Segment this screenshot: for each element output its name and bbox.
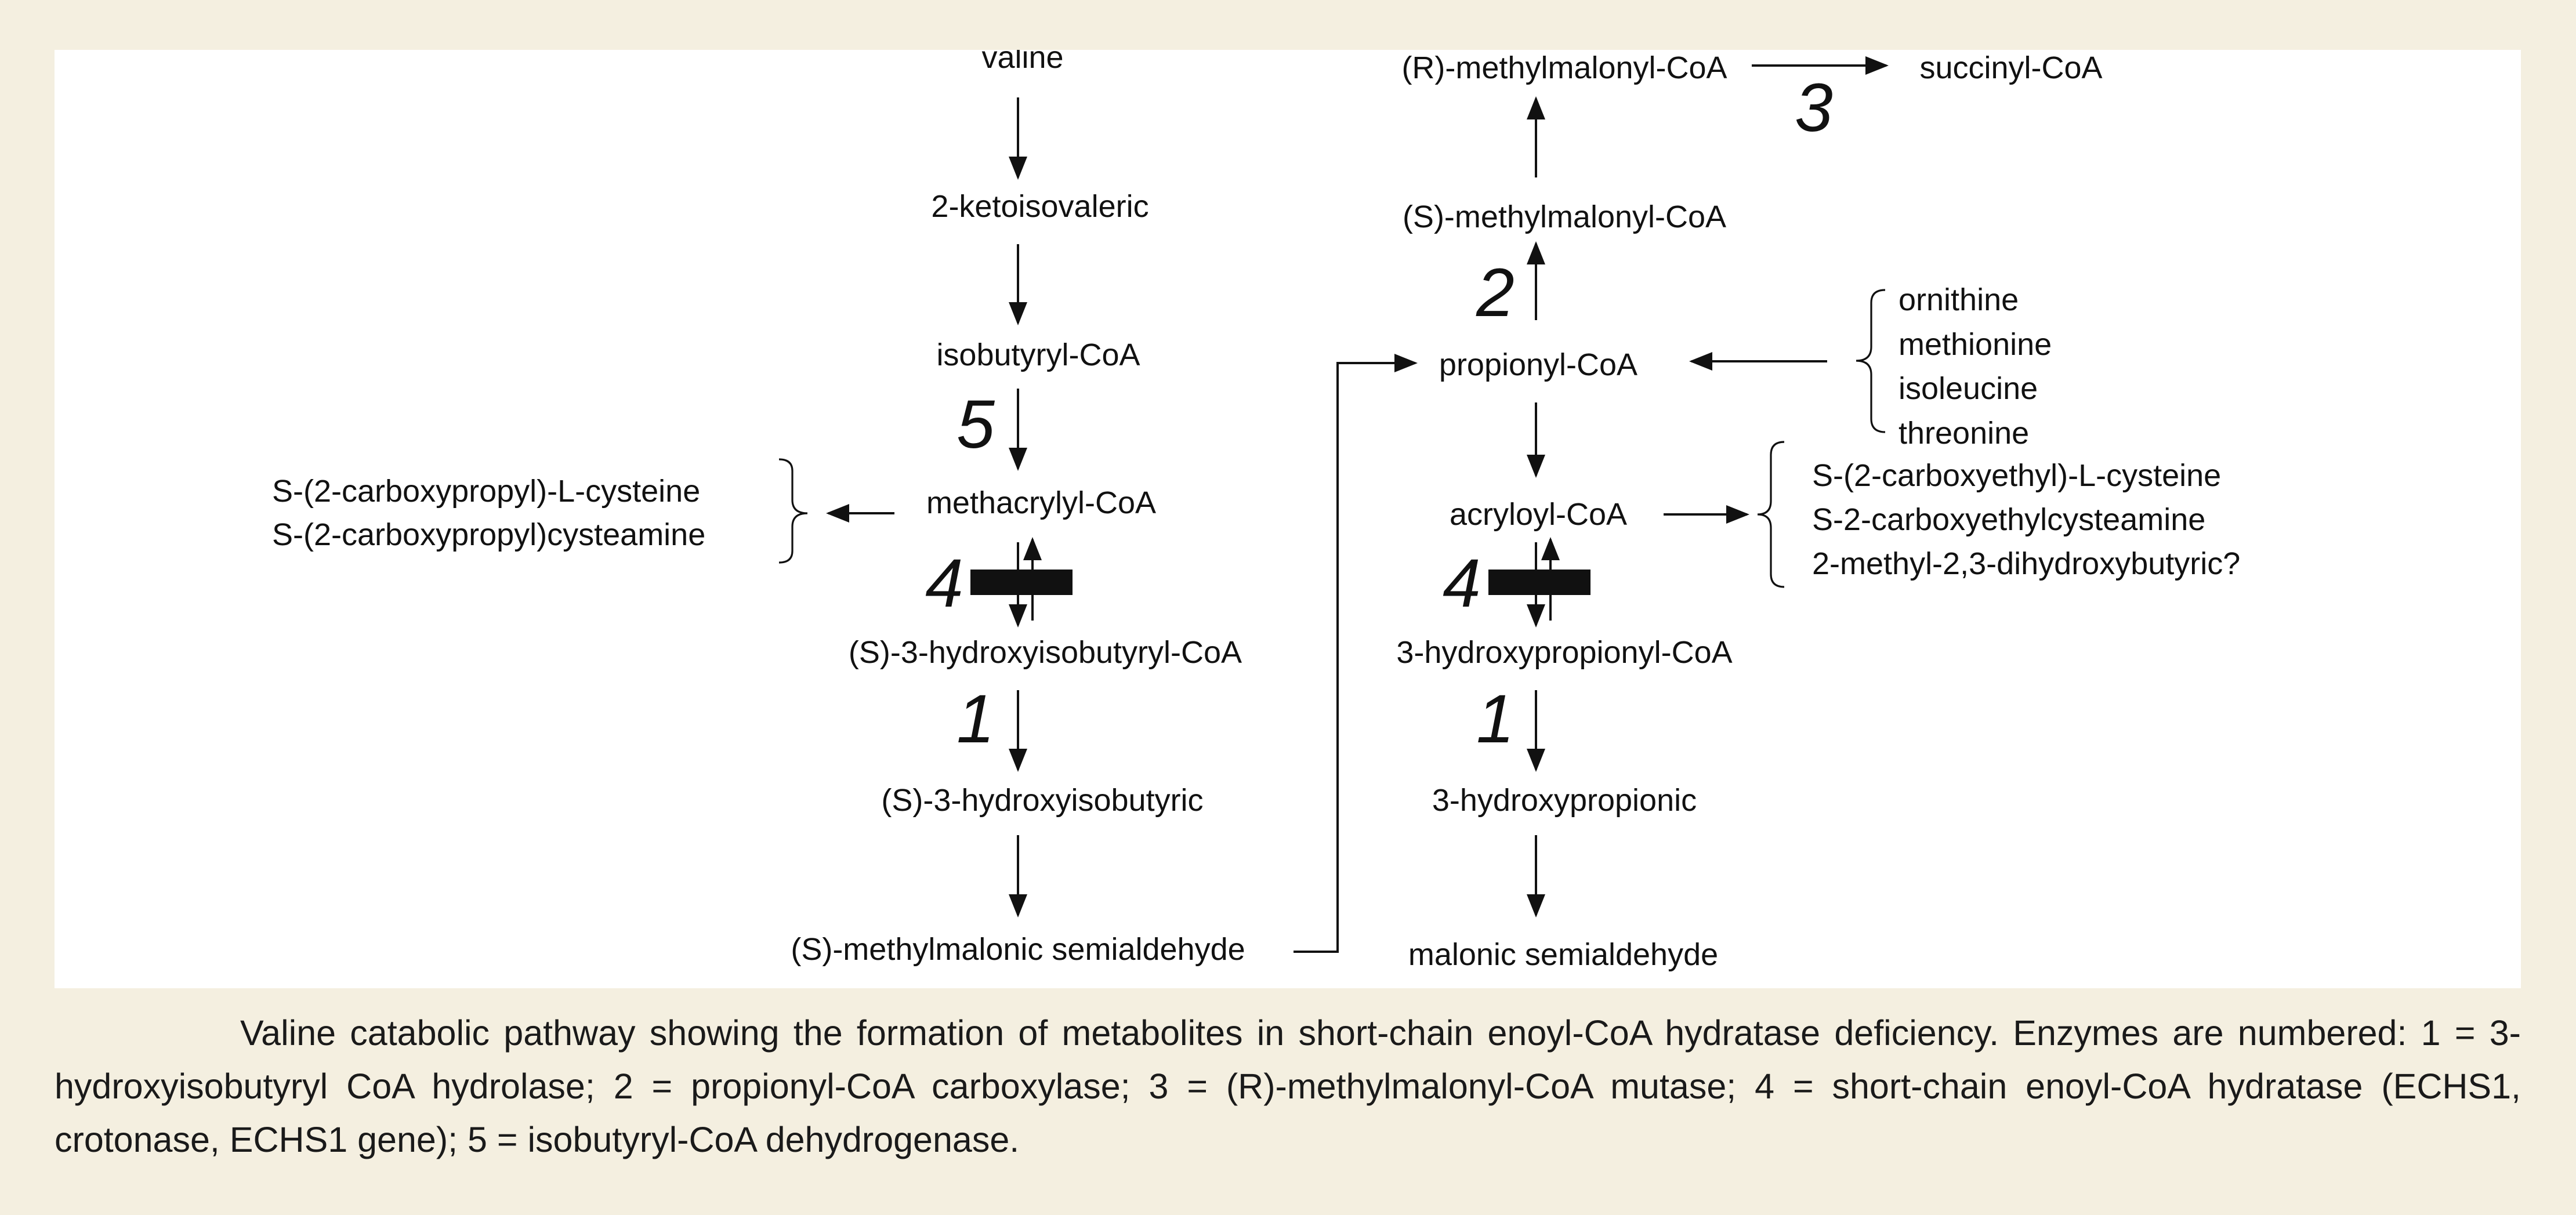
metabolite-s-3-hydroxyisobutyric: (S)-3-hydroxyisobutyric (881, 783, 1203, 818)
metabolite-r-methylmalonyl-coa: (R)-methylmalonyl-CoA (1401, 50, 1727, 85)
enzyme-label-4-propionyl-branch: 4 (1443, 545, 1481, 622)
metabolite-succinyl-coa: succinyl-CoA (1919, 50, 2102, 85)
enzyme-label-3: 3 (1795, 70, 1833, 146)
arrow-methylmalonic-semialdehyde-to-propionyl-coa (1294, 354, 1418, 953)
bracket-propionyl-sources (1856, 289, 1886, 433)
side-metabolite-carboxyethyl-cysteine: S-(2-carboxyethyl)-L-cysteine (1812, 458, 2221, 493)
enzyme-label-2: 2 (1476, 255, 1515, 331)
figure-caption: Valine catabolic pathway showing the for… (55, 1013, 2521, 1159)
enzyme-label-5: 5 (957, 386, 995, 463)
side-metabolite-carboxypropyl-cysteine: S-(2-carboxypropyl)-L-cysteine (272, 474, 700, 509)
side-metabolite-carboxyethylcysteamine: S-2-carboxyethylcysteamine (1812, 502, 2205, 537)
enzyme-label-1-valine-branch: 1 (957, 681, 995, 757)
pathway-diagram: valine 2-ketoisovaleric isobutyryl-CoA 5… (272, 50, 2240, 972)
echs1-deficiency-block-valine-branch (970, 570, 1073, 595)
amino-acid-threonine: threonine (1899, 416, 2029, 451)
echs1-deficiency-block-propionyl-branch (1488, 570, 1590, 595)
side-metabolite-methyl-dihydroxybutyric: 2-methyl-2,3-dihydroxybutyric? (1812, 546, 2240, 581)
figure-panel: valine 2-ketoisovaleric isobutyryl-CoA 5… (55, 50, 2521, 988)
metabolite-s-methylmalonyl-coa: (S)-methylmalonyl-CoA (1403, 200, 1726, 234)
enzyme-label-4-valine-branch: 4 (925, 545, 963, 622)
metabolite-s-methylmalonic-semialdehyde: (S)-methylmalonic semialdehyde (791, 932, 1245, 967)
metabolite-valine: valine (981, 50, 1063, 75)
bracket-acryloyl-side-products (1757, 441, 1785, 588)
metabolite-malonic-semialdehyde: malonic semialdehyde (1408, 937, 1718, 972)
metabolite-methacrylyl-coa: methacrylyl-CoA (926, 485, 1156, 520)
metabolite-isobutyryl-coa: isobutyryl-CoA (936, 338, 1140, 372)
metabolite-2-ketoisovaleric: 2-ketoisovaleric (931, 189, 1148, 224)
amino-acid-ornithine: ornithine (1899, 282, 2019, 317)
metabolite-propionyl-coa: propionyl-CoA (1439, 347, 1637, 382)
bracket-methacrylyl-side-products (778, 458, 808, 564)
amino-acid-isoleucine: isoleucine (1899, 371, 2038, 406)
amino-acid-methionine: methionine (1899, 327, 2052, 362)
metabolite-3-hydroxypropionyl-coa: 3-hydroxypropionyl-CoA (1396, 635, 1732, 670)
side-metabolite-carboxypropyl-cysteamine: S-(2-carboxypropyl)cysteamine (272, 517, 705, 552)
metabolite-acryloyl-coa: acryloyl-CoA (1450, 497, 1627, 532)
enzyme-label-1-propionyl-branch: 1 (1476, 681, 1515, 757)
metabolite-s-3-hydroxyisobutyryl-coa: (S)-3-hydroxyisobutyryl-CoA (849, 635, 1242, 670)
metabolite-3-hydroxypropionic: 3-hydroxypropionic (1432, 783, 1697, 818)
